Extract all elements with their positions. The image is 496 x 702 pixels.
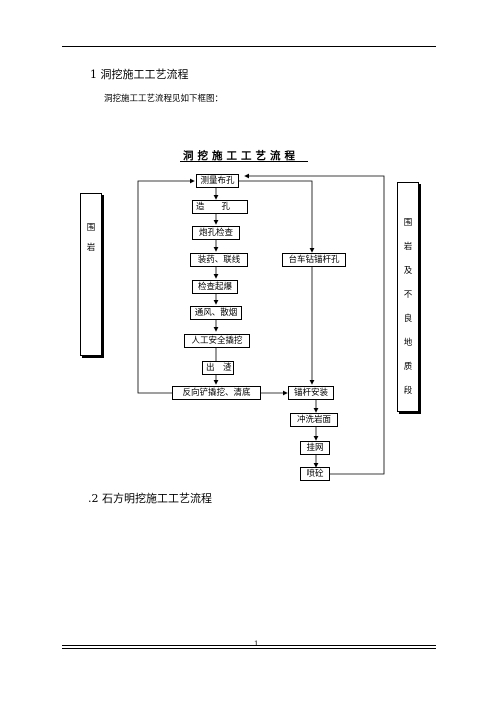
right-side-char: 段 <box>403 386 413 396</box>
right-side-char: 良 <box>403 314 413 324</box>
box-anchor-drilling: 台车钻锚杆孔 <box>282 253 346 267</box>
header-rule <box>62 46 436 47</box>
right-side-char: 不 <box>403 290 413 300</box>
left-side-char: 围 <box>86 223 96 233</box>
right-side-char: 岩 <box>403 242 413 252</box>
box-rock-washing: 冲洗岩面 <box>290 413 338 427</box>
footer-rule-second <box>62 648 436 649</box>
right-side-char: 质 <box>403 362 413 372</box>
left-side-box: 围 岩 <box>80 193 102 356</box>
box-ventilation: 通风、散烟 <box>190 306 242 320</box>
box-survey-holes: 测量布孔 <box>196 174 239 188</box>
left-side-char: 岩 <box>86 243 96 253</box>
right-side-char: 围 <box>403 218 413 228</box>
box-hole-inspection: 炮孔检查 <box>192 226 240 240</box>
flowchart-title: 洞挖施工工艺流程 <box>183 150 299 162</box>
right-side-char: 及 <box>403 266 413 276</box>
box-mesh: 挂网 <box>300 441 330 455</box>
box-charging: 装药、联线 <box>190 253 248 267</box>
section1-intro: 洞挖施工工艺流程见如下框图： <box>104 94 224 104</box>
box-anchor-install: 锚杆安装 <box>288 386 334 400</box>
flowchart-title-underline <box>180 161 308 162</box>
box-shotcrete: 喷砼 <box>300 467 330 481</box>
page-number: 1 <box>254 640 259 648</box>
right-side-box: 围 岩 及 不 良 地 质 段 <box>397 182 419 412</box>
box-backhoe-scaling: 反向铲撬挖、清底 <box>172 386 261 400</box>
box-blast-check: 检查起爆 <box>192 280 238 294</box>
footer-rule <box>62 645 436 646</box>
box-drilling: 造 孔 <box>192 200 248 214</box>
right-side-char: 地 <box>403 338 413 348</box>
section2-heading: .2 石方明挖施工工艺流程 <box>88 492 212 505</box>
box-manual-scaling: 人工安全撬挖 <box>184 334 250 348</box>
box-mucking: 出 渣 <box>202 361 234 375</box>
section1-heading: 1 洞挖施工工艺流程 <box>90 68 189 81</box>
